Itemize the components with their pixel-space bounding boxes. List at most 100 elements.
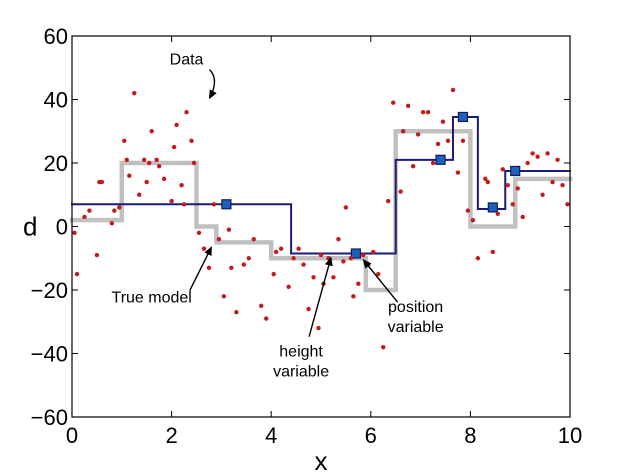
data-point-77: [425, 110, 431, 115]
data-point-33: [211, 202, 217, 207]
data-point-74: [410, 163, 416, 169]
data-point-7: [109, 221, 115, 226]
y-tick-label-5: −40: [31, 342, 68, 367]
y-tick-label-0: 60: [44, 24, 68, 49]
model-node-marker-1: [350, 248, 361, 259]
true-model-line: [69, 129, 573, 293]
annotation-data-arrow: [208, 69, 217, 100]
annotation-height-variable-text-0: height: [279, 344, 323, 361]
data-point-91: [495, 211, 500, 216]
data-point-87: [475, 256, 481, 261]
data-point-70: [391, 100, 396, 105]
data-point-75: [415, 132, 421, 137]
annotation-height-variable: height variable: [273, 256, 333, 381]
data-point-80: [440, 119, 446, 124]
data-point-43: [264, 316, 269, 321]
x-tick-label-4: 8: [464, 423, 476, 448]
data-point-4: [94, 252, 100, 258]
model-node-marker-0: [221, 199, 232, 210]
y-tick-label-1: 40: [44, 88, 68, 113]
data-point-99: [535, 154, 540, 159]
data-point-41: [251, 237, 256, 242]
data-point-95: [515, 186, 520, 191]
data-point-105: [565, 202, 570, 207]
data-point-57: [331, 275, 336, 280]
data-point-16: [144, 179, 149, 185]
data-point-92: [500, 167, 505, 172]
data-point-47: [286, 284, 291, 290]
estimated-model-line: [71, 115, 571, 255]
annotation-height-variable-arrow: [308, 256, 333, 337]
plot-area: [69, 87, 573, 350]
data-point-71: [398, 189, 403, 194]
data-point-10: [122, 138, 127, 143]
data-point-103: [555, 157, 560, 163]
y-tick-label-6: −60: [31, 405, 68, 430]
y-tick-label-2: 20: [44, 151, 68, 176]
data-point-73: [405, 103, 411, 109]
data-point-94: [510, 202, 515, 207]
data-point-44: [271, 271, 276, 277]
data-point-14: [137, 192, 142, 197]
data-point-81: [445, 138, 451, 143]
data-point-1: [74, 271, 80, 277]
data-point-59: [341, 259, 346, 264]
x-tick-label-1: 2: [165, 423, 177, 448]
data-point-64: [361, 252, 366, 258]
data-point-27: [184, 110, 189, 115]
data-point-40: [246, 256, 251, 261]
data-point-31: [201, 246, 207, 251]
x-tick-label-3: 6: [365, 423, 377, 448]
data-point-34: [216, 237, 222, 242]
annotation-position-variable-arrow: [362, 259, 399, 303]
x-axis-label: x: [315, 446, 328, 476]
data-point-39: [241, 262, 247, 267]
data-point-93: [505, 183, 510, 188]
data-point-96: [520, 214, 525, 220]
data-point-67: [376, 271, 381, 277]
data-point-32: [206, 265, 212, 270]
annotation-data-text-0: Data: [170, 52, 204, 69]
data-point-52: [311, 275, 316, 280]
data-point-28: [189, 138, 194, 143]
data-point-90: [490, 249, 496, 255]
data-point-23: [171, 144, 177, 150]
data-point-8: [112, 208, 117, 213]
model-node-marker-2: [435, 154, 446, 165]
data-point-51: [306, 306, 311, 312]
annotation-true-model-arrow: [189, 246, 213, 292]
data-point-26: [181, 202, 187, 207]
data-point-17: [146, 160, 152, 166]
data-point-79: [435, 141, 441, 147]
data-point-18: [149, 129, 154, 134]
data-point-48: [291, 256, 296, 261]
data-point-72: [400, 129, 406, 134]
data-point-78: [430, 160, 436, 166]
data-point-62: [351, 294, 356, 299]
data-point-24: [174, 122, 179, 128]
x-tick-label-0: 0: [66, 423, 78, 448]
data-point-37: [229, 265, 234, 270]
data-point-22: [169, 198, 174, 204]
data-point-30: [196, 230, 202, 236]
data-point-13: [132, 90, 137, 96]
data-point-98: [530, 151, 535, 156]
annotation-true-model-text-0: True model: [112, 290, 192, 307]
annotation-height-variable-text-1: variable: [273, 364, 329, 381]
data-point-60: [343, 205, 349, 210]
data-point-25: [179, 183, 184, 188]
annotation-true-model: True model: [112, 246, 213, 307]
data-point-102: [550, 179, 555, 185]
data-point-76: [420, 110, 426, 115]
annotation-position-variable-text-1: variable: [388, 319, 444, 336]
data-point-63: [356, 281, 361, 286]
annotation-position-variable-text-0: position: [388, 299, 443, 316]
data-point-46: [278, 246, 284, 251]
data-point-2: [82, 214, 87, 220]
data-point-0: [72, 230, 77, 236]
x-tick-label-2: 4: [265, 423, 277, 448]
data-point-53: [316, 325, 321, 331]
